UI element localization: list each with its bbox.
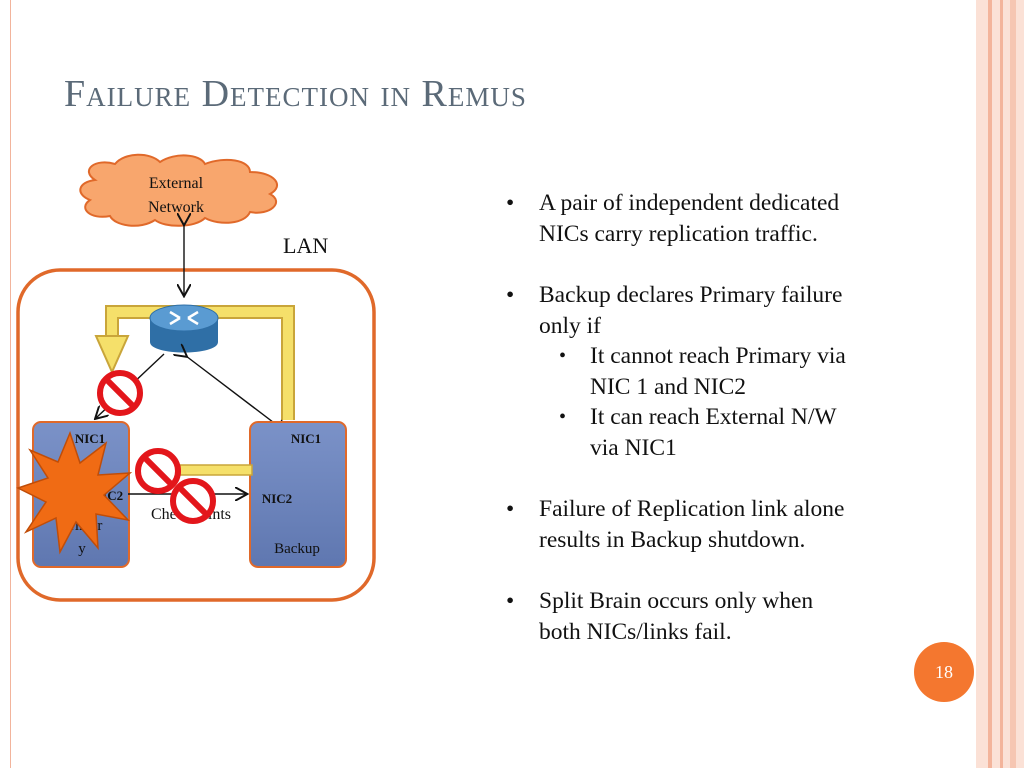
page-number-badge: 18 bbox=[914, 642, 974, 702]
backup-name-label: Backup bbox=[274, 541, 320, 557]
external-network-line1: External bbox=[149, 175, 204, 192]
bullet-dot: • bbox=[506, 190, 515, 216]
bullet-text: A pair of independent dedicated bbox=[539, 190, 840, 216]
external-network-line2: Network bbox=[148, 199, 204, 216]
bullet-text: NICs carry replication traffic. bbox=[539, 220, 818, 247]
bullet-item: • Failure of Replication link alone resu… bbox=[506, 494, 946, 555]
left-margin-line bbox=[10, 0, 11, 768]
bullet-text: via NIC1 bbox=[590, 434, 677, 461]
primary-nic1-label: NIC1 bbox=[75, 431, 105, 446]
bullet-text: only if bbox=[539, 312, 602, 339]
bullet-text: It cannot reach Primary via bbox=[590, 343, 846, 369]
bullet-item: • A pair of independent dedicated NICs c… bbox=[506, 188, 946, 249]
primary-name-line2: y bbox=[78, 541, 86, 557]
prohibit-icon-replication bbox=[135, 448, 181, 494]
prohibit-icon-nic1 bbox=[97, 370, 143, 416]
bullet-text: It can reach External N/W bbox=[590, 404, 837, 430]
slide-title: Failure Detection in Remus bbox=[64, 73, 527, 115]
bullet-dot: • bbox=[506, 496, 515, 522]
bullet-item: • Backup declares Primary failure only i… bbox=[506, 280, 946, 341]
bullet-dot: • bbox=[559, 345, 567, 367]
replication-link-bar bbox=[179, 464, 253, 476]
backup-nic1-label: NIC1 bbox=[291, 431, 321, 446]
bullet-text: Split Brain occurs only when bbox=[539, 588, 814, 614]
prohibit-icon-nic2 bbox=[170, 478, 216, 524]
replication-loop-arrowhead bbox=[94, 335, 130, 375]
bullet-text: both NICs/links fail. bbox=[539, 618, 732, 645]
bullet-text: NIC 1 and NIC2 bbox=[590, 373, 746, 400]
bullet-list: • A pair of independent dedicated NICs c… bbox=[506, 188, 946, 647]
backup-server: NIC1 NIC2 Backup bbox=[249, 421, 347, 568]
bullet-text: results in Backup shutdown. bbox=[539, 526, 806, 553]
explosion-icon bbox=[16, 430, 133, 555]
bullet-dot: • bbox=[506, 588, 515, 614]
bullet-dot: • bbox=[506, 282, 515, 308]
router-icon bbox=[149, 304, 219, 353]
external-network-cloud: External Network bbox=[79, 153, 278, 227]
bullet-text: Failure of Replication link alone bbox=[539, 496, 845, 522]
bullet-dot: • bbox=[559, 406, 567, 428]
decorative-stripes bbox=[976, 0, 1024, 768]
router-backup-link bbox=[186, 356, 286, 432]
backup-nic2-label: NIC2 bbox=[262, 491, 292, 506]
bullet-item: • Split Brain occurs only when both NICs… bbox=[506, 586, 946, 647]
lan-label: LAN bbox=[283, 233, 328, 258]
bullet-text: Backup declares Primary failure bbox=[539, 282, 843, 308]
sub-bullet-item: • It cannot reach Primary via NIC 1 and … bbox=[506, 341, 946, 402]
sub-bullet-item: • It can reach External N/W via NIC1 bbox=[506, 402, 946, 463]
remus-diagram: LAN External Network NIC1 NIC2 Primar y … bbox=[16, 153, 376, 602]
